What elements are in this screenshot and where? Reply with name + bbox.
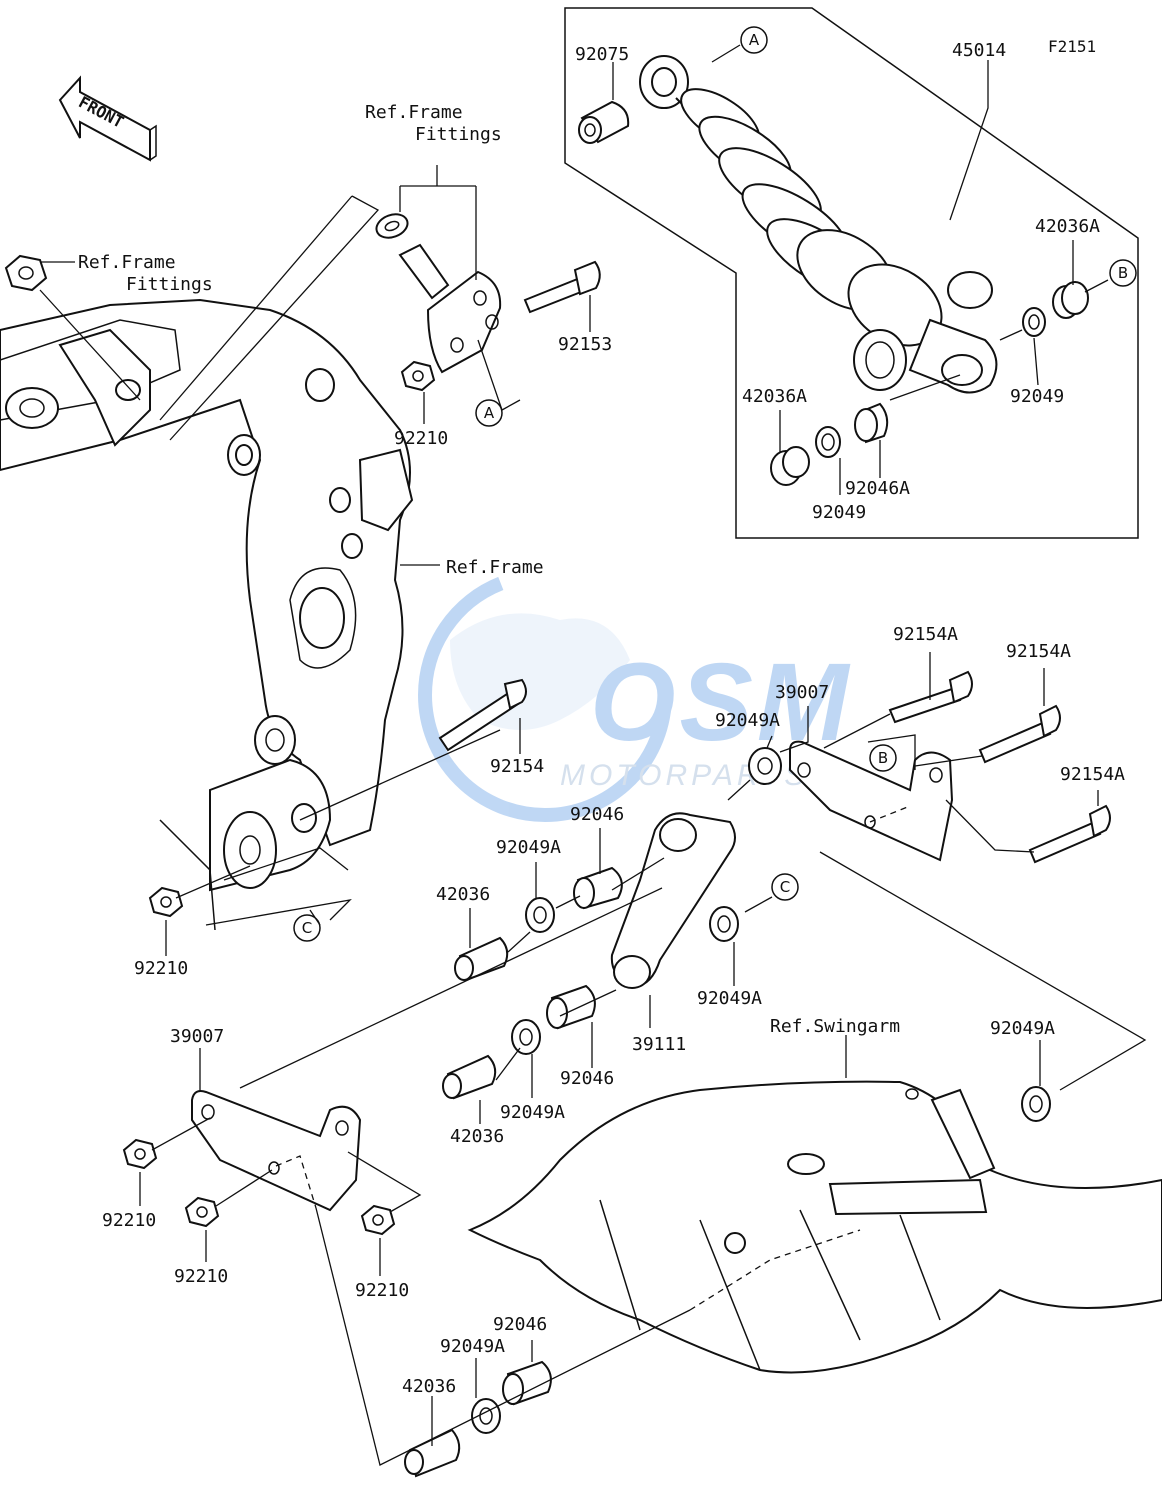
callout-a-frame: A: [475, 399, 503, 427]
swingarm: [467, 1080, 1162, 1374]
ref-frame-fittings-top-1: Ref.Frame: [365, 102, 463, 123]
callout-b-top: B: [1109, 259, 1137, 287]
collar-92075: [578, 100, 630, 144]
callout-a-top-letter: A: [749, 31, 760, 49]
bolt-92153: [523, 260, 601, 314]
bearing-92046-low: [546, 984, 596, 1030]
nut-92210-top: [400, 360, 436, 392]
callout-c-frame: C: [293, 914, 321, 942]
callout-c-link: C: [771, 873, 799, 901]
label-92049A-upper: 92049A: [715, 710, 780, 731]
plate-39007-left: [191, 1090, 362, 1212]
nut-92210-a: [122, 1138, 158, 1170]
label-92154: 92154: [490, 756, 544, 777]
label-42036-bot: 42036: [402, 1376, 456, 1397]
label-92154A-3: 92154A: [1060, 764, 1125, 785]
frame: [0, 298, 414, 931]
nut-ref-fitting-left: [4, 254, 48, 292]
ref-frame-fittings-left-2: Fittings: [126, 274, 213, 295]
bracket-fitting: [398, 243, 502, 374]
seal-92049-right: [1022, 307, 1046, 337]
label-92210-left: 92210: [134, 958, 188, 979]
collar-42036A-top: [1052, 281, 1089, 319]
plate-39007-right: [789, 740, 954, 862]
rocker-arm-39111: [610, 812, 736, 989]
nut-92210-left: [148, 886, 184, 918]
seal-92049A-upper: [748, 747, 782, 785]
label-92075: 92075: [575, 44, 629, 65]
label-92049-bottom: 92049: [812, 502, 866, 523]
collar-42036A-left: [770, 446, 810, 486]
bolt-92154A-3: [1028, 804, 1111, 864]
label-92154A-2: 92154A: [1006, 641, 1071, 662]
front-arrow-icon: FRONT: [58, 75, 157, 162]
label-39111: 39111: [632, 1034, 686, 1055]
bolt-92154A-1: [888, 670, 973, 724]
label-92210-a: 92210: [102, 1210, 156, 1231]
nut-92210-c: [360, 1204, 396, 1236]
callout-b-link: B: [869, 744, 897, 772]
callout-b-link-letter: B: [878, 749, 888, 767]
label-92046-bot: 92046: [493, 1314, 547, 1335]
label-92154A-1: 92154A: [893, 624, 958, 645]
seal-92049A-mid: [525, 897, 555, 933]
shock-absorber: [639, 55, 998, 394]
label-92049-right: 92049: [1010, 386, 1064, 407]
collar-42036-low: [442, 1054, 497, 1100]
seal-92049-bottom: [815, 426, 841, 458]
figure-code: F2151: [1048, 37, 1096, 56]
label-92046-low: 92046: [560, 1068, 614, 1089]
washer-fitting: [375, 213, 409, 239]
callout-c-link-letter: C: [780, 878, 790, 896]
shock-absorber-box: [564, 7, 1139, 539]
label-42036A-top: 42036A: [1035, 216, 1100, 237]
bolt-92154: [438, 678, 527, 752]
ref-frame-fittings-left-1: Ref.Frame: [78, 252, 176, 273]
label-42036A-left: 42036A: [742, 386, 807, 407]
label-92049A-mid: 92049A: [496, 837, 561, 858]
label-92049A-bot: 92049A: [440, 1336, 505, 1357]
label-92049A-swingarm: 92049A: [990, 1018, 1055, 1039]
label-92210-top: 92210: [394, 428, 448, 449]
label-39007-left: 39007: [170, 1026, 224, 1047]
callout-c-frame-letter: C: [302, 919, 312, 937]
seal-92049A-c: [709, 906, 739, 942]
label-92210-c: 92210: [355, 1280, 409, 1301]
callout-a-frame-letter: A: [484, 404, 495, 422]
callout-b-top-letter: B: [1118, 264, 1128, 282]
ref-frame-fittings-top-2: Fittings: [415, 124, 502, 145]
label-92210-b: 92210: [174, 1266, 228, 1287]
label-45014: 45014: [952, 40, 1006, 61]
bolt-92154A-2: [978, 704, 1061, 764]
label-92049A-c: 92049A: [697, 988, 762, 1009]
label-42036-low: 42036: [450, 1126, 504, 1147]
label-92153: 92153: [558, 334, 612, 355]
bearing-92046A: [854, 402, 889, 444]
collar-42036-bot: [404, 1428, 461, 1478]
seal-92049A-swingarm: [1021, 1086, 1051, 1122]
nut-92210-b: [184, 1196, 220, 1228]
label-92046-mid: 92046: [570, 804, 624, 825]
label-ref-swingarm: Ref.Swingarm: [770, 1016, 900, 1037]
seal-92049A-bot: [471, 1398, 501, 1434]
collar-42036-mid: [454, 936, 509, 982]
callout-a-top: A: [740, 26, 768, 54]
label-92049A-low: 92049A: [500, 1102, 565, 1123]
label-92046A: 92046A: [845, 478, 910, 499]
label-39007-right: 39007: [775, 682, 829, 703]
seal-92049A-low: [511, 1019, 541, 1055]
ref-frame: Ref.Frame: [446, 557, 544, 578]
label-42036-mid: 42036: [436, 884, 490, 905]
